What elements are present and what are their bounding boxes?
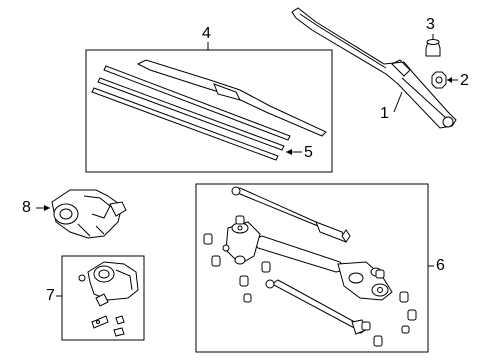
wiper-linkage-box	[195, 183, 434, 353]
wiper-arm	[291, 7, 457, 129]
wiper-blade-box	[85, 42, 333, 173]
callout-6: 6	[436, 257, 445, 274]
callout-2: 2	[460, 72, 469, 89]
callout-1: 1	[380, 105, 389, 122]
motor-assembly-box	[56, 255, 145, 341]
callout-7: 7	[46, 287, 55, 304]
callout-5: 5	[304, 144, 313, 161]
bushing-set	[203, 215, 417, 347]
cap-part	[425, 34, 441, 57]
callout-3: 3	[426, 16, 435, 33]
wiper-motor-part	[36, 189, 127, 239]
callout-4: 4	[202, 25, 211, 42]
nut-part	[431, 71, 458, 89]
callout-8: 8	[22, 199, 31, 216]
